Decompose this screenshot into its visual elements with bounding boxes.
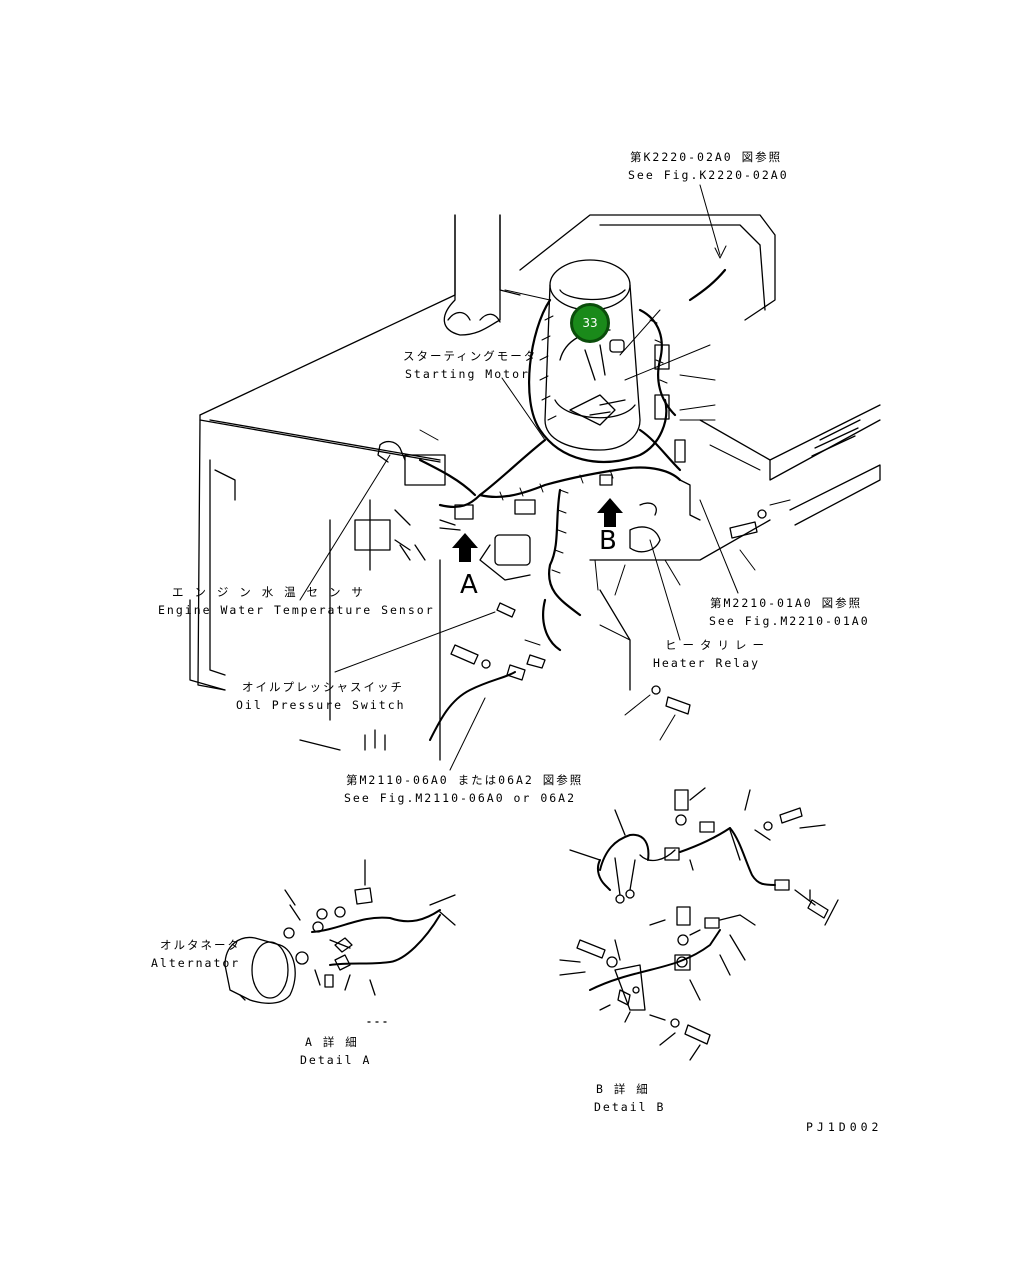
detail-a-drawing (225, 860, 455, 1022)
lower-cable (430, 672, 515, 740)
oil-pressure-jp-label: オイルプレッシャスイッチ (242, 680, 404, 694)
detail-b-en-label: Detail B (594, 1100, 666, 1114)
water-temp-jp-label: エ ン ジ ン 水 温 セ ン サ (172, 585, 365, 599)
view-b-arrow-icon (597, 498, 623, 527)
view-a-arrow-icon (452, 533, 478, 562)
detail-a-jp-label: A 詳 細 (305, 1035, 359, 1049)
view-b-marker: B (599, 528, 617, 554)
exhaust-pipe (444, 215, 500, 335)
detail-a-en-label: Detail A (300, 1053, 372, 1067)
main-harness (420, 270, 725, 650)
drawing-code-label: PJ1D002 (806, 1120, 883, 1134)
starting-motor-en-label: Starting Motor (405, 367, 530, 381)
detail-b-jp-label: B 詳 細 (596, 1082, 650, 1096)
view-arrows (452, 498, 623, 562)
view-a-letter: A (460, 570, 478, 600)
alternator-jp-label: オルタネータ (160, 938, 241, 952)
ref-m2110-jp-label: 第M2110-06A0 または06A2 図参照 (346, 773, 584, 787)
ref-k2220-en-label: See Fig.K2220-02A0 (628, 168, 789, 182)
heater-relay-en-label: Heater Relay (653, 656, 761, 670)
connectors (378, 340, 700, 580)
view-a-marker: A (460, 572, 478, 598)
ref-k2220-jp-label: 第K2220-02A0 図参照 (630, 150, 783, 164)
ref-m2210-en-label: See Fig.M2210-01A0 (709, 614, 870, 628)
engine-block-outline (190, 215, 880, 760)
oil-pressure-en-label: Oil Pressure Switch (236, 698, 406, 712)
ref-m2210-jp-label: 第M2210-01A0 図参照 (710, 596, 863, 610)
ref-m2110-en-label: See Fig.M2110-06A0 or 06A2 (344, 791, 577, 805)
callout-33-badge[interactable]: 33 (570, 303, 610, 343)
starting-motor-drawing (545, 260, 640, 450)
view-b-letter: B (599, 526, 617, 556)
alternator-en-label: Alternator (151, 956, 241, 970)
detail-b-drawing (560, 788, 838, 1060)
starting-motor-jp-label: スターティングモータ (403, 349, 538, 363)
leader-lines (300, 185, 790, 770)
heater-relay-jp-label: ヒータリレー (665, 638, 770, 652)
water-temp-en-label: Engine Water Temperature Sensor (158, 603, 435, 617)
bolts-main (451, 510, 766, 714)
harness-texture (500, 316, 667, 573)
